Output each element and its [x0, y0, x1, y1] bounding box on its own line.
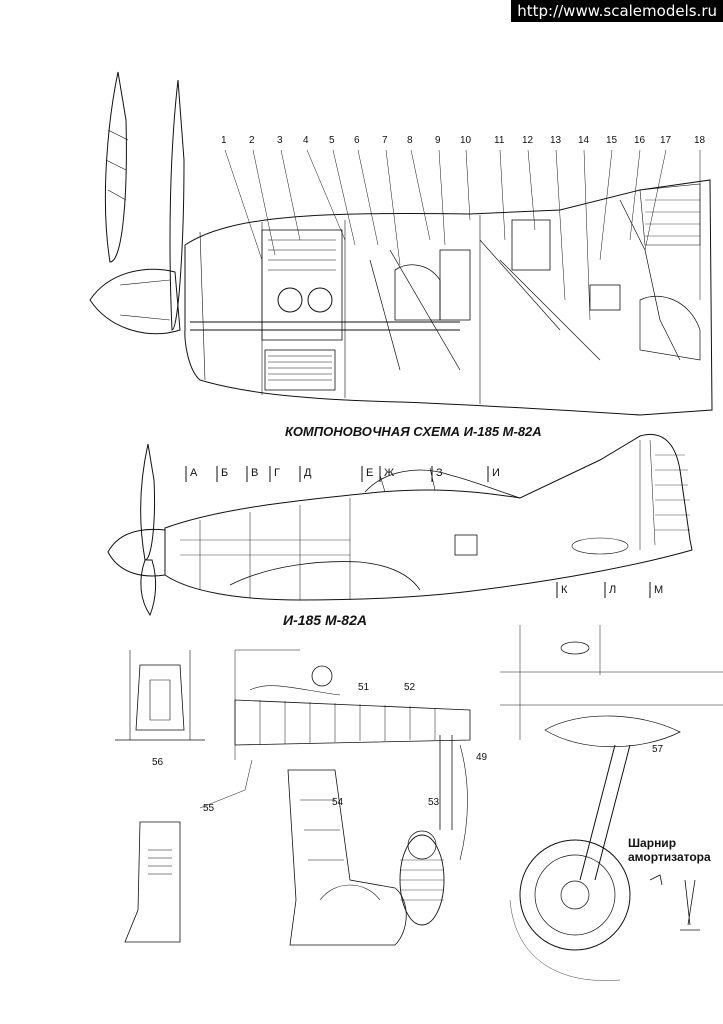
hinge-sketch — [649, 874, 700, 931]
detail-53-label: 53 — [428, 797, 440, 808]
station-e: Е — [366, 467, 374, 479]
detail-49-label: 49 — [476, 752, 488, 763]
hinge-note-line1: Шарнир — [628, 836, 677, 850]
detail-57 — [500, 625, 723, 981]
detail-52-label: 52 — [404, 682, 416, 693]
callout-4: 4 — [303, 135, 309, 146]
wing-section — [234, 649, 471, 760]
watermark: http://www.scalemodels.ru — [511, 0, 723, 22]
station-k: К — [561, 584, 568, 596]
layout-caption: КОМПОНОВОЧНАЯ СХЕМА И-185 М-82А — [285, 424, 542, 439]
callout-3: 3 — [277, 135, 283, 146]
callout-13: 13 — [550, 135, 562, 146]
station-l: Л — [609, 584, 617, 596]
callout-17: 17 — [660, 135, 672, 146]
detail-56-label: 56 — [152, 757, 164, 768]
callout-6: 6 — [354, 135, 360, 146]
station-i: И — [492, 467, 500, 479]
callout-2: 2 — [249, 135, 255, 146]
side-view-caption: И-185 М-82А — [283, 612, 367, 628]
callout-9: 9 — [435, 135, 441, 146]
detail-53 — [399, 735, 468, 926]
station-a: А — [190, 467, 198, 479]
callout-18: 18 — [694, 135, 706, 146]
callout-7: 7 — [382, 135, 388, 146]
detail-54-label: 54 — [332, 797, 344, 808]
callout-11: 11 — [494, 135, 505, 146]
station-z: З — [436, 467, 443, 479]
detail-51-label: 51 — [358, 682, 370, 693]
callout-12: 12 — [522, 135, 534, 146]
detail-54 — [287, 769, 407, 946]
callout-15: 15 — [606, 135, 618, 146]
hinge-note: Шарнир амортизатора — [628, 836, 711, 864]
detail-55 — [124, 759, 253, 943]
detail-55-label: 55 — [203, 803, 215, 814]
station-m: М — [654, 584, 664, 596]
callout-14: 14 — [578, 135, 590, 146]
callout-10: 10 — [460, 135, 472, 146]
detail-56 — [115, 650, 205, 741]
station-b: Б — [221, 467, 229, 479]
layout-cutaway — [89, 71, 713, 416]
callout-8: 8 — [407, 135, 413, 146]
callout-5: 5 — [329, 135, 335, 146]
station-v: В — [251, 467, 259, 479]
side-view — [107, 433, 693, 617]
callout-1: 1 — [221, 135, 227, 146]
station-g: Г — [274, 467, 280, 479]
callout-16: 16 — [634, 135, 646, 146]
station-zh: Ж — [384, 467, 395, 479]
station-d: Д — [304, 467, 312, 479]
detail-57-label: 57 — [652, 744, 664, 755]
hinge-note-line2: амортизатора — [628, 850, 711, 864]
